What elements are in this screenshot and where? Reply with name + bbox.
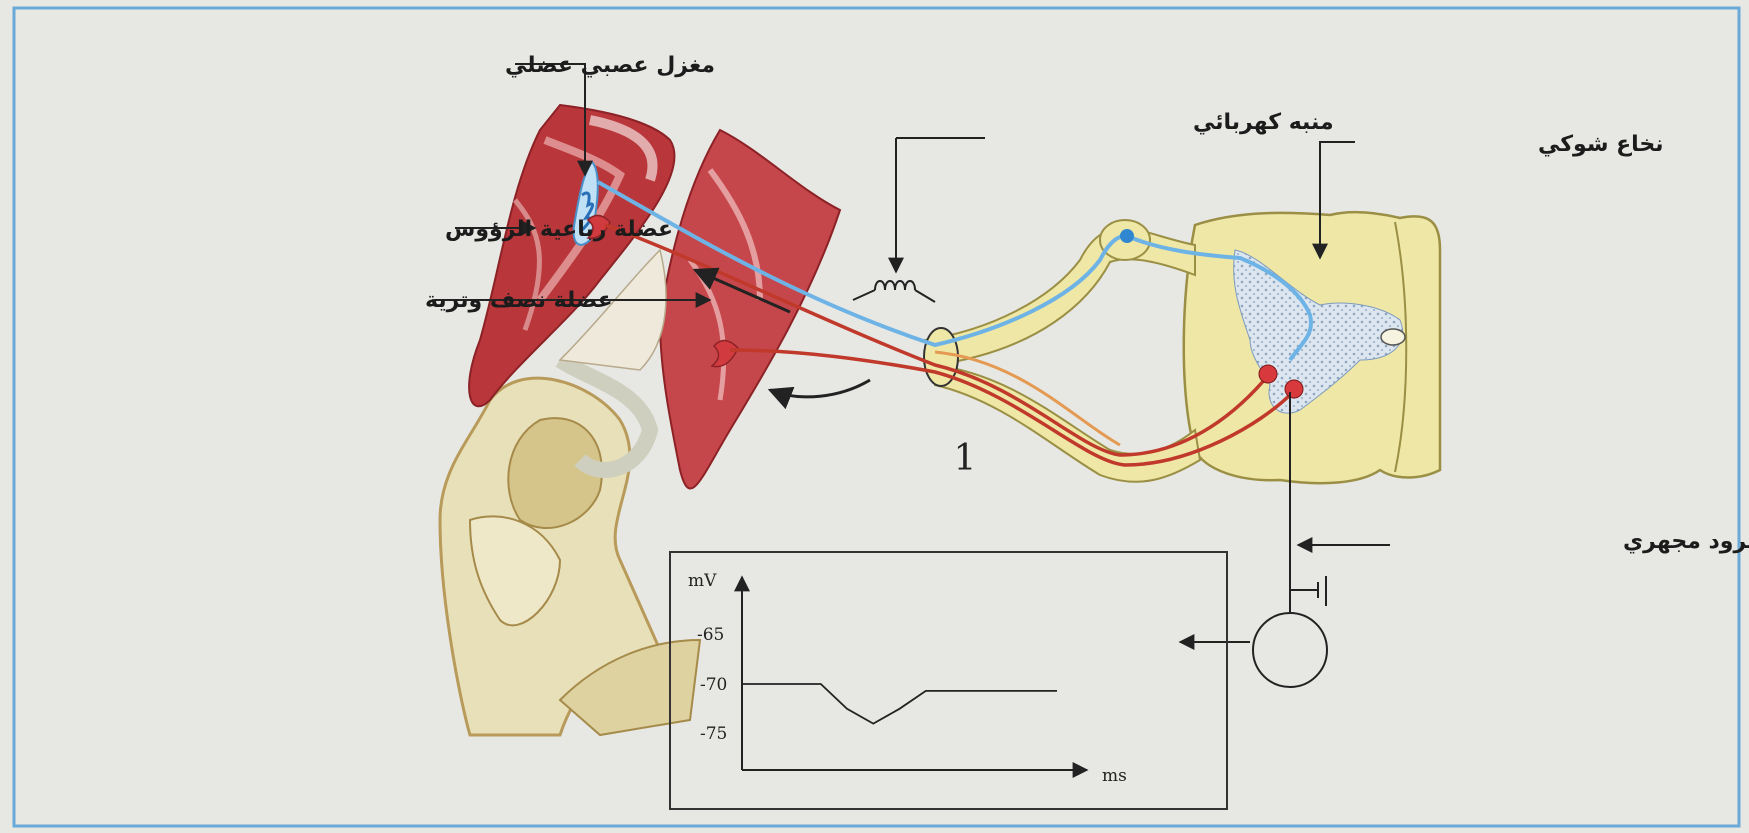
label-spindle: مغزل عصبي عضلي bbox=[505, 53, 715, 78]
series-line bbox=[742, 684, 1057, 724]
semitendinosus-muscle bbox=[660, 130, 840, 489]
x-axis-label: ms bbox=[1102, 766, 1127, 786]
efferent-arrow bbox=[770, 380, 870, 397]
motor-neuron-body-2 bbox=[1285, 380, 1303, 398]
electrical-stimulator bbox=[853, 138, 985, 302]
stimulator-coil-icon bbox=[875, 281, 915, 290]
label-quadriceps: عضلة رباعية الرؤوس bbox=[445, 217, 673, 242]
sensory-neuron-body bbox=[1120, 229, 1134, 243]
y-tick-label: -70 bbox=[700, 675, 727, 695]
label-microelectrode: إلكترود مجهري bbox=[1623, 529, 1749, 554]
figure-number: 1 bbox=[954, 438, 977, 479]
motor-neuron-body-1 bbox=[1259, 365, 1277, 383]
membrane-potential-chart: mV ms -65 -70 -75 bbox=[670, 552, 1227, 809]
y-axis-label: mV bbox=[688, 571, 717, 591]
knee-illustration bbox=[440, 105, 840, 735]
y-tick-label: -75 bbox=[700, 724, 727, 744]
page-frame bbox=[14, 8, 1739, 826]
label-semitendinosus: عضلة نصف وترية bbox=[425, 288, 613, 313]
oscilloscope-circle bbox=[1253, 613, 1327, 687]
central-canal bbox=[1381, 329, 1405, 345]
y-tick-label: -65 bbox=[697, 625, 724, 645]
label-stimulator: منبه كهربائي bbox=[1193, 110, 1334, 135]
label-spinal-cord: نخاع شوكي bbox=[1538, 132, 1664, 157]
